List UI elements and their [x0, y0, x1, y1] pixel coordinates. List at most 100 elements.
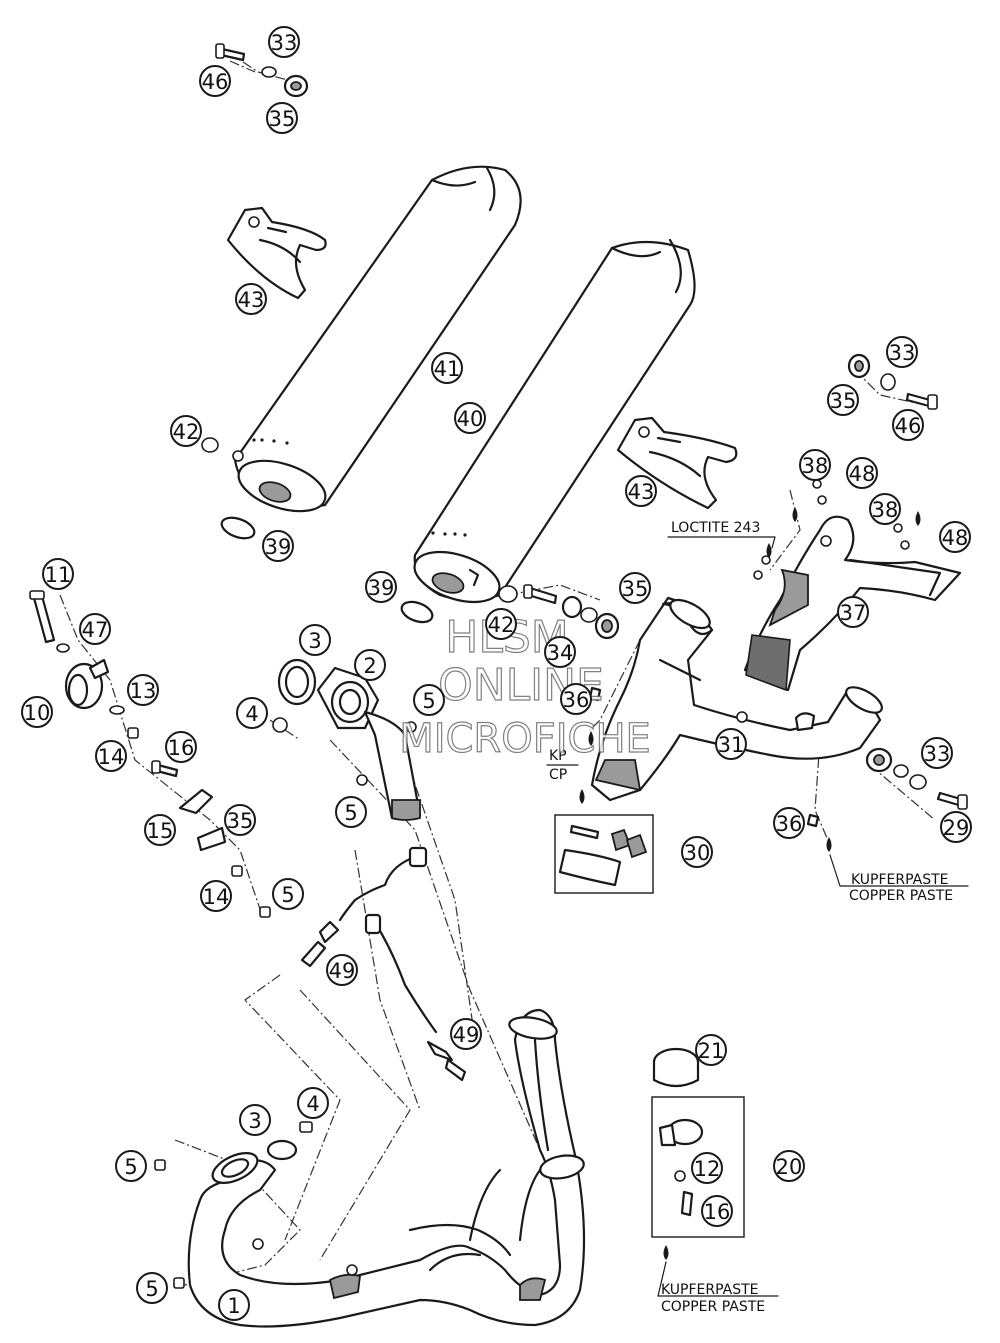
callout-part-48[interactable]: 48 [939, 521, 971, 553]
callout-part-21[interactable]: 21 [695, 1034, 727, 1066]
callout-circle [235, 283, 267, 315]
callout-part-48[interactable]: 48 [846, 457, 878, 489]
callout-circle [939, 521, 971, 553]
callout-number: 15 [147, 819, 174, 843]
callout-part-14[interactable]: 14 [95, 740, 127, 772]
callout-part-36[interactable]: 36 [773, 807, 805, 839]
callout-part-35[interactable]: 35 [619, 572, 651, 604]
callout-part-5[interactable]: 5 [335, 796, 367, 828]
callout-circle [199, 65, 231, 97]
callout-part-37[interactable]: 37 [837, 596, 869, 628]
callout-part-36[interactable]: 36 [560, 683, 592, 715]
callout-part-3[interactable]: 3 [299, 624, 331, 656]
callout-part-49[interactable]: 49 [326, 954, 358, 986]
hardware-right [753, 479, 968, 828]
callout-part-40[interactable]: 40 [454, 402, 486, 434]
callout-number: 43 [628, 480, 655, 504]
callout-part-33[interactable]: 33 [921, 737, 953, 769]
callout-part-14[interactable]: 14 [200, 880, 232, 912]
callout-part-16[interactable]: 16 [165, 731, 197, 763]
callout-circle [266, 102, 298, 134]
callout-part-39[interactable]: 39 [365, 571, 397, 603]
callout-circle [625, 475, 657, 507]
callout-part-2[interactable]: 2 [354, 649, 386, 681]
callout-part-1[interactable]: 1 [218, 1289, 250, 1321]
note-kupferpaste-right: KUPFERPASTE [851, 872, 949, 888]
watermark-line-3: MICROFICHE [399, 716, 651, 762]
callout-number: 38 [872, 498, 899, 522]
callout-number: 49 [453, 1023, 480, 1047]
callout-number: 3 [248, 1109, 261, 1133]
callout-number: 46 [895, 414, 922, 438]
callout-part-33[interactable]: 33 [886, 336, 918, 368]
callout-number: 36 [563, 688, 590, 712]
callout-circle [886, 336, 918, 368]
callout-part-20[interactable]: 20 [773, 1150, 805, 1182]
callout-part-35[interactable]: 35 [266, 102, 298, 134]
callout-part-43[interactable]: 43 [235, 283, 267, 315]
callout-part-35[interactable]: 35 [224, 804, 256, 836]
callout-part-35[interactable]: 35 [827, 384, 859, 416]
callout-number: 42 [173, 420, 200, 444]
callout-part-42[interactable]: 42 [485, 608, 517, 640]
callout-circle [413, 684, 445, 716]
callout-part-12[interactable]: 12 [691, 1152, 723, 1184]
callout-part-49[interactable]: 49 [450, 1018, 482, 1050]
callout-number: 48 [942, 526, 969, 550]
callout-part-47[interactable]: 47 [79, 613, 111, 645]
callout-part-11[interactable]: 11 [42, 558, 74, 590]
hardware-center [523, 584, 620, 702]
callout-part-41[interactable]: 41 [431, 352, 463, 384]
note-labels: LOCTITE 243 KP CP KUPFERPASTE COPPER PAS… [546, 520, 969, 1315]
callout-number: 43 [238, 288, 265, 312]
callout-part-42[interactable]: 42 [170, 415, 202, 447]
note-kupferpaste-bottom: KUPFERPASTE [661, 1282, 759, 1298]
callout-part-31[interactable]: 31 [715, 728, 747, 760]
callout-part-5[interactable]: 5 [413, 684, 445, 716]
callout-part-46[interactable]: 46 [892, 409, 924, 441]
callout-circle [837, 596, 869, 628]
hanger-bracket-right [616, 416, 738, 510]
callout-circle [297, 1087, 329, 1119]
callout-number: 49 [329, 959, 356, 983]
callout-part-43[interactable]: 43 [625, 475, 657, 507]
seal-rings [201, 437, 518, 624]
callout-number: 47 [82, 618, 109, 642]
callout-number: 37 [840, 601, 867, 625]
callout-part-5[interactable]: 5 [272, 878, 304, 910]
note-kp: KP [549, 748, 567, 764]
callout-part-39[interactable]: 39 [262, 530, 294, 562]
note-copper-paste-right: COPPER PASTE [849, 888, 953, 904]
callout-number: 16 [704, 1200, 731, 1224]
callout-circle [454, 402, 486, 434]
callout-part-38[interactable]: 38 [799, 449, 831, 481]
callout-part-10[interactable]: 10 [21, 696, 53, 728]
callout-part-29[interactable]: 29 [940, 811, 972, 843]
silencer-right-rivets [431, 531, 467, 537]
callout-part-15[interactable]: 15 [144, 814, 176, 846]
callout-number: 5 [344, 801, 357, 825]
callout-part-13[interactable]: 13 [127, 674, 159, 706]
manifold-flange [272, 658, 422, 821]
callout-part-3[interactable]: 3 [239, 1104, 271, 1136]
callout-part-16[interactable]: 16 [701, 1195, 733, 1227]
callout-part-4[interactable]: 4 [236, 697, 268, 729]
callout-part-34[interactable]: 34 [544, 636, 576, 668]
callout-number: 42 [488, 613, 515, 637]
callout-part-38[interactable]: 38 [869, 493, 901, 525]
callout-number: 5 [145, 1277, 158, 1301]
note-copper-paste-bottom: COPPER PASTE [661, 1299, 765, 1315]
callout-part-5[interactable]: 5 [136, 1272, 168, 1304]
callout-circle [335, 796, 367, 828]
callout-part-5[interactable]: 5 [115, 1150, 147, 1182]
callout-circle [560, 683, 592, 715]
callout-part-33[interactable]: 33 [268, 26, 300, 58]
callout-circle [262, 530, 294, 562]
callout-number: 11 [45, 563, 72, 587]
callout-number: 5 [422, 689, 435, 713]
callout-part-46[interactable]: 46 [199, 65, 231, 97]
callout-number: 34 [547, 641, 574, 665]
callout-part-30[interactable]: 30 [681, 836, 713, 868]
callout-part-4[interactable]: 4 [297, 1087, 329, 1119]
